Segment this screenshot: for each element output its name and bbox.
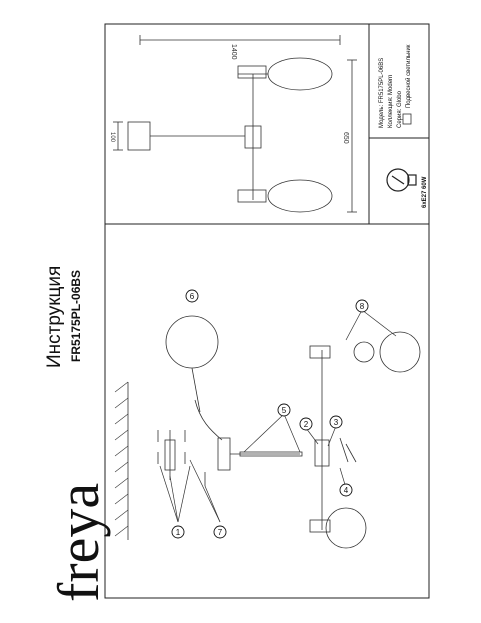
- instructions-frame: [104, 223, 430, 599]
- dim-canopy: 100: [109, 132, 115, 143]
- model-code: FR5175PL-06BS: [69, 270, 83, 362]
- svg-text:8: 8: [360, 302, 365, 311]
- callout-8: 8: [355, 299, 369, 313]
- spec-line-1: Модель: FR5175PL-06BS: [379, 58, 385, 128]
- svg-text:5: 5: [282, 406, 287, 415]
- bulb-icon: [386, 168, 417, 192]
- dimensions-frame: [104, 23, 430, 225]
- callout-2: 2: [299, 417, 313, 431]
- spec-line-3: Серия: Globo: [397, 90, 403, 128]
- spec-line-2: Коллекция: Modern: [388, 75, 394, 128]
- svg-text:3: 3: [334, 418, 339, 427]
- spec-block: Модель: FR5175PL-06BS Коллекция: Modern …: [379, 44, 412, 128]
- callouts: 1 7 5 2 3 4 6 8: [171, 289, 369, 539]
- callout-5: 5: [277, 403, 291, 417]
- bulb-label: 6xE27 60W: [422, 176, 428, 208]
- callout-4: 4: [339, 483, 353, 497]
- svg-text:2: 2: [304, 420, 309, 429]
- dim-width: 1400: [230, 44, 237, 60]
- svg-text:1: 1: [176, 528, 181, 537]
- callout-3: 3: [329, 415, 343, 429]
- spec-line-4: Подвесной светильник: [405, 44, 412, 108]
- assembly-diagram: [114, 315, 421, 549]
- dim-depth: 650: [342, 132, 349, 144]
- callout-1: 1: [171, 525, 185, 539]
- callout-6: 6: [185, 289, 199, 303]
- svg-text:7: 7: [218, 528, 223, 537]
- svg-text:6: 6: [190, 292, 195, 301]
- svg-text:4: 4: [344, 486, 349, 495]
- dimension-drawing: [113, 35, 357, 213]
- brand-logo: freya: [46, 483, 111, 602]
- mount-icon: [402, 113, 412, 125]
- page-title: Инструкция: [44, 266, 65, 368]
- callout-7: 7: [213, 525, 227, 539]
- callout-leaders: [159, 309, 397, 523]
